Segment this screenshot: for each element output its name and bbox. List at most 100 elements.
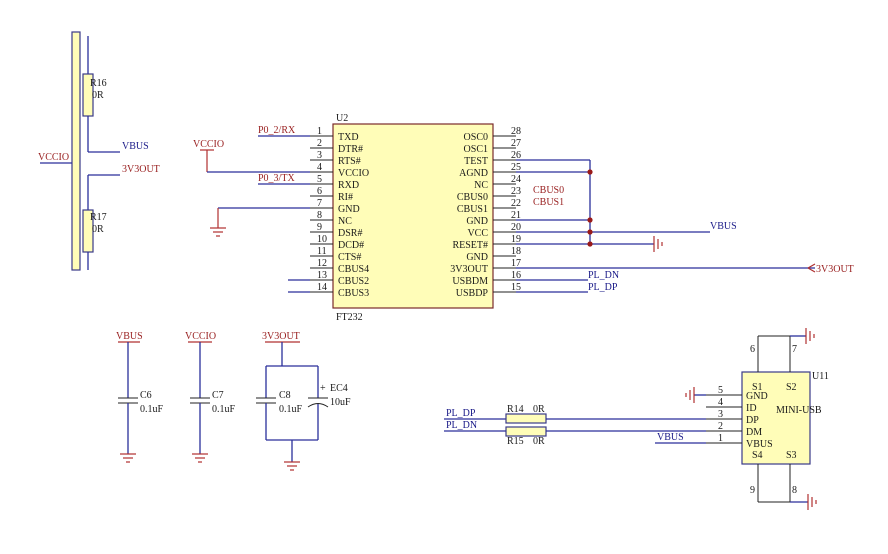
u2-pin-name: USBDP xyxy=(456,288,489,299)
u2-pin-number: 23 xyxy=(511,186,521,197)
u2-pin-name: GND xyxy=(338,204,360,215)
u2-pin-number: 12 xyxy=(317,258,327,269)
usb-pin-number: 1 xyxy=(718,433,723,444)
net-label-pl-dp-u2: PL_DP xyxy=(588,282,618,293)
u2-left-wiring: P0_2/RX VCCIO P0_3/TX xyxy=(193,125,310,293)
usb-series-resistors: PL_DP R14 0R PL_DN R15 0R VBUS xyxy=(444,404,706,447)
usb-pin-number: 5 xyxy=(718,385,723,396)
r17-value: 0R xyxy=(92,224,104,235)
u2-pin-name: CBUS0 xyxy=(457,192,488,203)
u2-part: FT232 xyxy=(336,312,363,323)
c8-ref: C8 xyxy=(279,390,291,401)
net-label-3v3out-r17: 3V3OUT xyxy=(122,164,160,175)
resistor-selector-group: VCCIO R16 0R VBUS R17 0R 3V3OUT xyxy=(38,31,160,271)
ft232-left-pins: 1TXD2DTR#3RTS#4VCCIO5RXD6RI#7GND8NC9DSR#… xyxy=(310,126,369,299)
r14-resistor xyxy=(505,413,547,424)
shield-pin-8-num: 8 xyxy=(792,485,797,496)
u2-pin-number: 17 xyxy=(511,258,521,269)
c7-ref: C7 xyxy=(212,390,224,401)
u2-pin-number: 4 xyxy=(317,162,322,173)
u2-right-wiring: VBUS CBUS0 CBUS1 3V3OUT PL_DN PL_DP xyxy=(516,159,854,293)
u2-pin-number: 15 xyxy=(511,282,521,293)
u2-pin-number: 2 xyxy=(317,138,322,149)
ec4-ref: EC4 xyxy=(330,383,348,394)
u2-pin-number: 21 xyxy=(511,210,521,221)
net-label-vbus-r16: VBUS xyxy=(122,141,149,152)
u2-pin-name: AGND xyxy=(459,168,488,179)
c6-value: 0.1uF xyxy=(140,404,164,415)
u2-pin-name: NC xyxy=(474,180,488,191)
r15-ref: R15 xyxy=(507,436,524,447)
cap-c7-group: VCCIO C7 0.1uF xyxy=(185,331,236,463)
u2-pin-name: 3V3OUT xyxy=(450,264,488,275)
u2-pin-name: GND xyxy=(466,216,488,227)
u2-pin-name: CBUS2 xyxy=(338,276,369,287)
r15-resistor xyxy=(505,426,547,437)
u11-ref: U11 xyxy=(812,371,829,382)
net-label-pl-dp: PL_DP xyxy=(446,408,476,419)
net-label-p0-3-tx: P0_3/TX xyxy=(258,173,295,184)
ec4-polarity: + xyxy=(320,383,326,394)
u2-pin-number: 18 xyxy=(511,246,521,257)
shield-pin-s3: S3 xyxy=(786,450,797,461)
u2-pin-number: 9 xyxy=(317,222,322,233)
u2-pin-name: RESET# xyxy=(452,240,488,251)
u2-pin-name: CTS# xyxy=(338,252,361,263)
u2-pin-name: RTS# xyxy=(338,156,361,167)
usb-pin-name: DM xyxy=(746,427,762,438)
u2-pin-number: 27 xyxy=(511,138,521,149)
u2-pin-name: CBUS1 xyxy=(457,204,488,215)
u2-ref: U2 xyxy=(336,113,348,124)
u2-pin-number: 20 xyxy=(511,222,521,233)
r16-value: 0R xyxy=(92,90,104,101)
shield-pin-s2: S2 xyxy=(786,382,797,393)
net-label-pl-dn: PL_DN xyxy=(446,420,477,431)
u2-pin-number: 24 xyxy=(511,174,521,185)
shield-pin-7-num: 7 xyxy=(792,344,797,355)
u2-pin-name: RXD xyxy=(338,180,359,191)
u11-part: MINI-USB xyxy=(776,405,822,416)
usb-pin-name: GND xyxy=(746,391,768,402)
r14-ref: R14 xyxy=(507,404,524,415)
u2-pin-number: 22 xyxy=(511,198,521,209)
u2-pin-number: 11 xyxy=(317,246,327,257)
selector-bar xyxy=(71,31,81,271)
net-label-vbus-usb: VBUS xyxy=(657,432,684,443)
ft232-body xyxy=(332,123,494,309)
usb-pin-name: VBUS xyxy=(746,439,773,450)
net-label-vccio-u2: VCCIO xyxy=(193,139,224,150)
u2-pin-number: 13 xyxy=(317,270,327,281)
u2-pin-name: VCCIO xyxy=(338,168,369,179)
c6-net: VBUS xyxy=(116,331,143,342)
u2-pin-number: 19 xyxy=(511,234,521,245)
u2-pin-name: CBUS4 xyxy=(338,264,369,275)
u2-pin-number: 1 xyxy=(317,126,322,137)
u2-pin-number: 16 xyxy=(511,270,521,281)
c8-value: 0.1uF xyxy=(279,404,303,415)
ec4-value: 10uF xyxy=(330,397,351,408)
u2-pin-name: VCC xyxy=(467,228,488,239)
shield-pin-6-num: 6 xyxy=(750,344,755,355)
net-label-pl-dn-u2: PL_DN xyxy=(588,270,619,281)
ft232-right-pins: 28OSC027OSC126TEST25AGND24NC23CBUS022CBU… xyxy=(450,126,521,299)
u2-pin-name: DTR# xyxy=(338,144,363,155)
u2-pin-number: 7 xyxy=(317,198,322,209)
u2-pin-name: NC xyxy=(338,216,352,227)
r15-value: 0R xyxy=(533,436,545,447)
net-label-3v3out-u2: 3V3OUT xyxy=(816,264,854,275)
cap-c6-group: VBUS C6 0.1uF xyxy=(116,331,164,463)
c7-net: VCCIO xyxy=(185,331,216,342)
c7-value: 0.1uF xyxy=(212,404,236,415)
u2-pin-number: 26 xyxy=(511,150,521,161)
usb-body xyxy=(741,371,811,465)
u2-pin-number: 28 xyxy=(511,126,521,137)
u2-pin-number: 3 xyxy=(317,150,322,161)
net-label-p0-2-rx: P0_2/RX xyxy=(258,125,296,136)
net-label-cbus0: CBUS0 xyxy=(533,185,564,196)
u2-pin-name: DSR# xyxy=(338,228,362,239)
usb-pin-number: 4 xyxy=(718,397,723,408)
shield-pin-s4: S4 xyxy=(752,450,763,461)
u2-pin-number: 5 xyxy=(317,174,322,185)
u2-pin-number: 8 xyxy=(317,210,322,221)
